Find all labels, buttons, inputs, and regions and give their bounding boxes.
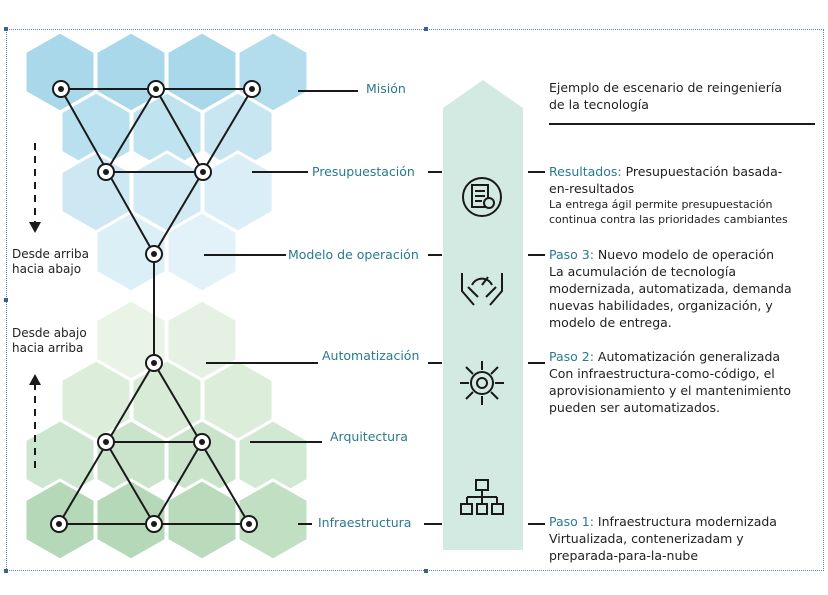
node	[52, 80, 70, 98]
layer-leader-lines	[204, 90, 442, 525]
layer-label-presupuestacion: Presupuestación	[312, 164, 415, 179]
org-chart-icon	[460, 479, 504, 515]
step-heading: Nuevo modelo de operación	[597, 247, 775, 262]
step-resultados: Resultados: Presupuestación basada- en-r…	[549, 163, 824, 227]
node	[145, 515, 163, 533]
step-paso2: Paso 2: Automatización generalizada Con …	[549, 348, 824, 416]
resize-handle[interactable]	[424, 27, 428, 31]
step-body-line: modelo de entrega.	[549, 315, 672, 330]
bottom-up-label: Desde abajo hacia arriba	[12, 326, 87, 356]
step-key: Paso 2:	[549, 349, 594, 364]
node	[97, 433, 115, 451]
scenario-title: Ejemplo de escenario de reingeniería de …	[549, 79, 819, 113]
hands-gauge-icon	[461, 273, 503, 306]
layer-label-infraestructura: Infraestructura	[318, 515, 412, 530]
resize-handle[interactable]	[424, 569, 428, 573]
step-leader-lines	[528, 123, 815, 525]
bottom-up-line-2: hacia arriba	[12, 341, 84, 355]
step-body-line: modernizada, automatizada, demanda	[549, 281, 792, 296]
budget-report-icon	[462, 177, 502, 217]
step-heading-cont: en-resultados	[549, 181, 635, 196]
step-body-line: preparada-para-la-nube	[549, 548, 699, 563]
step-heading: Infraestructura modernizada	[597, 514, 777, 529]
step-key: Resultados:	[549, 164, 622, 179]
layer-label-arquitectura: Arquitectura	[330, 429, 408, 444]
scenario-title-line-2: de la tecnología	[549, 97, 649, 112]
step-body-line: nuevas habilidades, organización, y	[549, 298, 773, 313]
node	[194, 163, 212, 181]
node	[145, 354, 163, 372]
resize-handle[interactable]	[4, 569, 8, 573]
step-key: Paso 1:	[549, 514, 594, 529]
bottom-up-arrow	[29, 374, 41, 468]
top-down-label: Desde arriba hacia abajo	[12, 247, 89, 277]
step-body-line: aprovisionamiento y el mantenimiento	[549, 383, 792, 398]
step-paso3: Paso 3: Nuevo modelo de operación La acu…	[549, 246, 824, 331]
step-paso1: Paso 1: Infraestructura modernizada Virt…	[549, 513, 824, 564]
node	[50, 515, 68, 533]
layer-label-automatizacion: Automatización	[322, 348, 420, 363]
top-down-line-1: Desde arriba	[12, 247, 90, 261]
network-nodes	[50, 80, 261, 533]
step-detail: La entrega ágil permite presupuestación	[549, 198, 773, 211]
step-detail: continua contra las prioridades cambiant…	[549, 213, 788, 226]
automation-gear-icon	[460, 361, 504, 405]
node	[243, 80, 261, 98]
step-body-line: Virtualizada, contenerizadam y	[549, 531, 744, 546]
node	[147, 80, 165, 98]
scenario-title-line-1: Ejemplo de escenario de reingeniería	[549, 80, 782, 95]
top-down-arrow	[29, 143, 41, 233]
step-body-line: pueden ser automatizados.	[549, 400, 721, 415]
step-body-line: La acumulación de tecnología	[549, 264, 736, 279]
step-heading: Automatización generalizada	[597, 349, 781, 364]
step-key: Paso 3:	[549, 247, 594, 262]
node	[145, 245, 163, 263]
node	[193, 433, 211, 451]
top-down-line-2: hacia abajo	[12, 262, 82, 276]
step-body-line: Con infraestructura-como-código, el	[549, 366, 775, 381]
step-heading: Presupuestación basada-	[625, 164, 783, 179]
layer-label-modelo: Modelo de operación	[288, 247, 419, 262]
resize-handle[interactable]	[4, 27, 8, 31]
node	[240, 515, 258, 533]
resize-handle[interactable]	[4, 298, 8, 302]
layer-label-mision: Misión	[366, 81, 406, 96]
bottom-up-line-1: Desde abajo	[12, 326, 87, 340]
node	[97, 163, 115, 181]
